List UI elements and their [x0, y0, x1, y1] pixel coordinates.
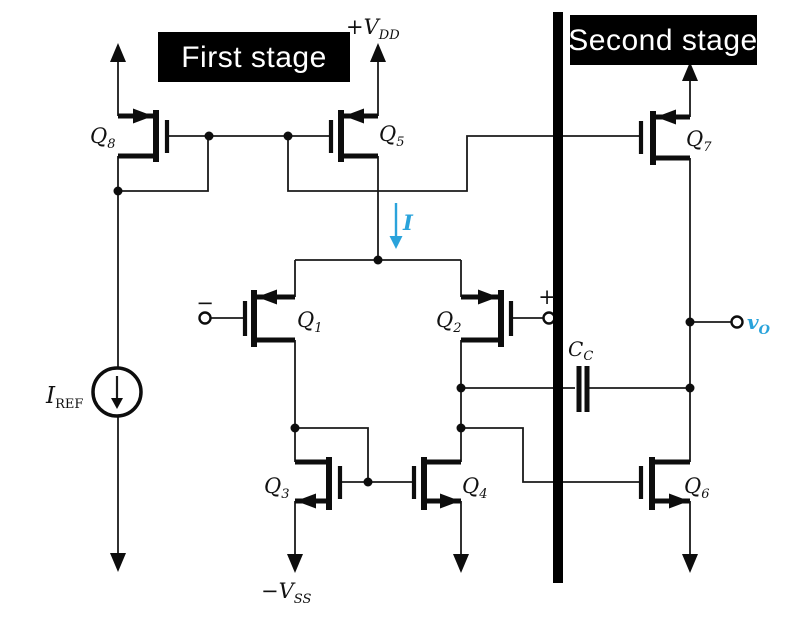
iref-arrow-head: [111, 398, 123, 409]
iref-vss-arrow: [110, 553, 126, 572]
q4-source-arrow: [440, 493, 460, 509]
vdd-arrow: [370, 43, 386, 62]
first-stage-label-box: [158, 32, 350, 82]
transistor-q8: [118, 108, 170, 162]
q5-label: Q5: [379, 122, 405, 150]
q3-diode-connection: [295, 427, 369, 482]
transistor-q3: [295, 457, 343, 510]
q4-label: Q4: [462, 474, 488, 502]
q7-source-arrow: [656, 109, 676, 125]
vo-label: vO: [747, 310, 771, 338]
node: [685, 383, 695, 393]
node: [363, 477, 373, 487]
wires: [117, 62, 732, 554]
second-stage-label: Second stage: [568, 15, 757, 65]
tail-current-head: [389, 236, 403, 249]
node: [290, 423, 300, 433]
q5-source-arrow: [344, 108, 364, 124]
iref-label: IREF: [45, 383, 83, 412]
transistor-q2: [461, 289, 514, 347]
transistor-q6: [638, 457, 690, 510]
output-terminal: [730, 315, 744, 329]
q6-vss-arrow: [682, 554, 698, 573]
inverting-input-sign: −: [196, 291, 214, 315]
q8-source-arrow: [133, 108, 153, 124]
second-stage-label-box: [570, 15, 757, 65]
bias-wire-to-q7: [287, 135, 639, 192]
node: [204, 131, 214, 141]
q4-vss-arrow: [453, 554, 469, 573]
iref-current-source: [91, 366, 143, 418]
node: [456, 423, 466, 433]
q1-label: Q1: [297, 308, 323, 336]
node: [113, 186, 123, 196]
vdd-label: +VDD: [346, 15, 400, 43]
q3-label: Q3: [264, 474, 290, 502]
inverting-input-terminal: [198, 311, 212, 325]
noninverting-input-terminal: [542, 311, 556, 325]
q6-source-arrow: [669, 493, 689, 509]
rail-arrows: [110, 43, 698, 573]
second-stage-label-text: Second stage: [568, 24, 757, 57]
q2-source-arrow: [478, 289, 498, 305]
q8-label: Q8: [90, 124, 116, 152]
q6-label: Q6: [684, 474, 710, 502]
noninverting-input-sign: +: [538, 285, 556, 309]
node: [283, 131, 293, 141]
q1-source-arrow: [257, 289, 277, 305]
node: [685, 317, 695, 327]
q3-vss-arrow: [287, 554, 303, 573]
tail-current-arrow: [389, 203, 403, 249]
q7-vdd-arrow: [682, 62, 698, 81]
node: [456, 383, 466, 393]
q8-diode-connection: [118, 136, 209, 192]
first-stage-label-text: First stage: [181, 41, 327, 74]
q7-label: Q7: [686, 127, 712, 155]
q3-source-arrow: [296, 493, 316, 509]
compensation-capacitor: [576, 366, 590, 412]
connection-nodes: [113, 131, 695, 487]
stage-divider-bar: [553, 12, 563, 583]
q2-label: Q2: [436, 308, 462, 336]
tail-current-label: I: [402, 210, 414, 235]
cc-label: CC: [568, 337, 593, 364]
node: [373, 255, 383, 265]
transistor-q1: [242, 289, 295, 347]
vss-label: −VSS: [261, 579, 311, 607]
first-stage-label: First stage: [158, 32, 350, 82]
transistor-q4: [411, 457, 461, 510]
q8-vdd-arrow: [110, 43, 126, 62]
first-to-q6-gate-wire: [461, 427, 639, 483]
transistor-q7: [638, 109, 690, 165]
transistor-q5: [328, 108, 378, 162]
